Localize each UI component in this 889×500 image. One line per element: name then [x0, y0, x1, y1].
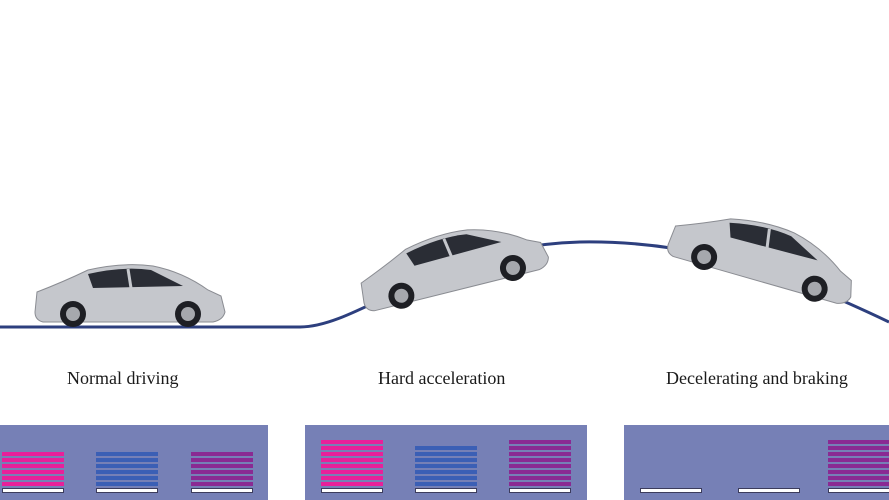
- motor-bar-stripe: [509, 440, 571, 444]
- motor-bar-stripe: [191, 482, 253, 486]
- motor-bar-stripe: [191, 470, 253, 474]
- motor-bar-stripe: [828, 458, 889, 462]
- car-hard: [360, 229, 549, 312]
- motor-bar-stripe: [828, 452, 889, 456]
- caption-normal-driving: Normal driving: [67, 368, 179, 388]
- battery-bar-stripe: [415, 458, 477, 462]
- motor-bar: [509, 438, 571, 486]
- battery-bar-stripe: [415, 482, 477, 486]
- panel-normal: [0, 425, 268, 500]
- battery-bar-stripe: [96, 458, 158, 462]
- motor-bar: [828, 438, 889, 486]
- panel-hard: [305, 425, 587, 500]
- battery-bar-stripe: [415, 470, 477, 474]
- engine-bar-stripe: [321, 446, 383, 450]
- motor-bar-stripe: [509, 458, 571, 462]
- battery-bar-stripe: [415, 452, 477, 456]
- motor-bar-stripe: [828, 482, 889, 486]
- motor-bar-stripe: [828, 464, 889, 468]
- engine-bar-stripe: [2, 464, 64, 468]
- motor-bar-stripe: [509, 476, 571, 480]
- engine-bar-stripe: [2, 476, 64, 480]
- motor-bar-stripe: [828, 470, 889, 474]
- engine-bar-stripe: [321, 476, 383, 480]
- car-normal: [34, 264, 226, 327]
- base-indicator: [321, 488, 383, 493]
- base-indicator: [415, 488, 477, 493]
- engine-bar-stripe: [321, 464, 383, 468]
- base-indicator: [191, 488, 253, 493]
- caption-hard-acceleration: Hard acceleration: [378, 368, 506, 388]
- motor-bar-stripe: [191, 464, 253, 468]
- base-indicator: [738, 488, 800, 493]
- engine-bar-stripe: [2, 452, 64, 456]
- battery-bar-stripe: [415, 476, 477, 480]
- car-decel: [667, 218, 852, 304]
- engine-bar-stripe: [321, 470, 383, 474]
- motor-bar-stripe: [191, 458, 253, 462]
- base-indicator: [2, 488, 64, 493]
- battery-bar-stripe: [415, 464, 477, 468]
- engine-bar-stripe: [321, 440, 383, 444]
- battery-bar-stripe: [96, 482, 158, 486]
- motor-bar-stripe: [191, 476, 253, 480]
- battery-bar-stripe: [96, 476, 158, 480]
- engine-bar: [321, 438, 383, 486]
- engine-bar-stripe: [321, 458, 383, 462]
- engine-bar-stripe: [321, 452, 383, 456]
- engine-bar-stripe: [2, 482, 64, 486]
- battery-bar-stripe: [96, 464, 158, 468]
- battery-bar-stripe: [96, 452, 158, 456]
- base-indicator: [509, 488, 571, 493]
- base-indicator: [828, 488, 889, 493]
- motor-bar-stripe: [828, 440, 889, 444]
- motor-bar-stripe: [509, 482, 571, 486]
- caption-decelerating-braking: Decelerating and braking: [666, 368, 848, 388]
- motor-bar: [191, 450, 253, 486]
- engine-bar-stripe: [2, 458, 64, 462]
- motor-bar-stripe: [509, 452, 571, 456]
- motor-bar-stripe: [509, 464, 571, 468]
- engine-bar-stripe: [321, 482, 383, 486]
- battery-bar-stripe: [415, 446, 477, 450]
- battery-bar: [415, 444, 477, 486]
- motor-bar-stripe: [828, 476, 889, 480]
- base-indicator: [640, 488, 702, 493]
- motor-bar-stripe: [509, 446, 571, 450]
- battery-bar-stripe: [96, 470, 158, 474]
- panel-decel: [624, 425, 889, 500]
- base-indicator: [96, 488, 158, 493]
- engine-bar: [2, 450, 64, 486]
- battery-bar: [96, 450, 158, 486]
- motor-bar-stripe: [191, 452, 253, 456]
- motor-bar-stripe: [509, 470, 571, 474]
- motor-bar-stripe: [828, 446, 889, 450]
- engine-bar-stripe: [2, 470, 64, 474]
